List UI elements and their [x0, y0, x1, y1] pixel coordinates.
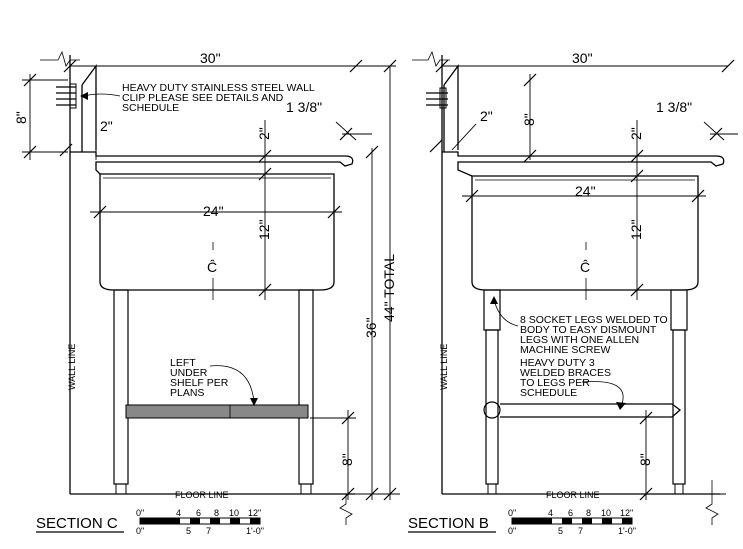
svg-text:1'-0": 1'-0"	[246, 526, 264, 536]
svg-text:SCHEDULE: SCHEDULE	[520, 387, 577, 399]
dim-bowl: 24"	[575, 183, 596, 199]
svg-text:6: 6	[196, 508, 201, 518]
svg-text:12": 12"	[248, 508, 261, 518]
dim-total: 44" TOTAL	[381, 254, 397, 322]
svg-text:0": 0"	[136, 508, 144, 518]
note-under-shelf: LEFT UNDER SHELF PER PLANS	[170, 357, 258, 406]
dim-rim: 2"	[256, 127, 272, 140]
scale-bar-c: 0" 4 6 8 10 12" 0" 5 7 1'-0"	[136, 508, 264, 536]
section-c: FLOOR LINE WALL LINE Ĉ	[13, 50, 400, 533]
sink-rim	[442, 151, 725, 177]
svg-text:0": 0"	[136, 526, 144, 536]
svg-text:4: 4	[176, 508, 181, 518]
svg-text:12": 12"	[620, 508, 633, 518]
svg-text:HEAVY DUTY STAINLESS STEEL WAL: HEAVY DUTY STAINLESS STEEL WALL	[122, 82, 315, 94]
svg-text:PLANS: PLANS	[170, 387, 204, 399]
svg-text:TO LEGS PER: TO LEGS PER	[520, 377, 590, 389]
backsplash	[443, 64, 459, 152]
note-legs: 8 SOCKET LEGS WELDED TO BODY TO EASY DIS…	[490, 296, 668, 356]
dim-backsplash: 8"	[13, 111, 29, 124]
wall-line-label: WALL LINE	[439, 344, 449, 390]
svg-text:0": 0"	[508, 508, 516, 518]
svg-text:UNDER: UNDER	[170, 367, 208, 379]
svg-text:HEAVY DUTY 3: HEAVY DUTY 3	[520, 357, 595, 369]
svg-text:10: 10	[229, 508, 239, 518]
svg-text:6: 6	[568, 508, 573, 518]
dim-rim: 2"	[628, 127, 644, 140]
svg-text:LEGS WITH ONE ALLEN: LEGS WITH ONE ALLEN	[520, 334, 639, 346]
svg-text:8 SOCKET LEGS WELDED TO: 8 SOCKET LEGS WELDED TO	[520, 314, 668, 326]
dim-height: 36"	[363, 317, 379, 338]
svg-text:7: 7	[578, 526, 583, 536]
svg-text:LEFT: LEFT	[170, 357, 196, 369]
backsplash	[81, 64, 97, 152]
svg-text:0": 0"	[508, 526, 516, 536]
svg-text:7: 7	[206, 526, 211, 536]
centerline-mark: Ĉ	[580, 259, 590, 275]
dim-top-gap: 2"	[480, 108, 493, 124]
wall-screws	[56, 83, 77, 109]
dim-shelf-height: 8"	[339, 453, 355, 466]
dim-width-total: 30"	[572, 50, 593, 66]
dim-bowl-depth: 12"	[256, 219, 272, 240]
dim-bowl-depth: 12"	[628, 219, 644, 240]
svg-text:1'-0": 1'-0"	[618, 526, 636, 536]
dim-brace-height: 8"	[637, 453, 653, 466]
dim-width-total: 30"	[200, 50, 221, 66]
centerline-mark: Ĉ	[207, 259, 217, 275]
under-shelf	[125, 404, 309, 419]
svg-text:SHELF PER: SHELF PER	[170, 377, 229, 389]
svg-text:8: 8	[586, 508, 591, 518]
note-braces: HEAVY DUTY 3 WELDED BRACES TO LEGS PER S…	[520, 357, 626, 410]
scale-bar-b: 0" 4 6 8 10 12" 0" 5 7 1'-0"	[508, 508, 636, 536]
svg-text:4: 4	[548, 508, 553, 518]
svg-text:MACHINE SCREW: MACHINE SCREW	[520, 344, 611, 356]
svg-text:10: 10	[601, 508, 611, 518]
svg-text:WELDED BRACES: WELDED BRACES	[520, 367, 611, 379]
svg-text:BODY TO EASY DISMOUNT: BODY TO EASY DISMOUNT	[520, 324, 657, 336]
dim-bowl: 24"	[203, 203, 224, 219]
section-c-title: SECTION C	[36, 515, 118, 532]
legs	[113, 289, 314, 495]
brace	[483, 401, 682, 419]
svg-text:CLIP PLEASE SEE DETAILS AND: CLIP PLEASE SEE DETAILS AND	[122, 92, 284, 104]
wall-screws	[426, 87, 448, 109]
floor-line-label: FLOOR LINE	[546, 490, 600, 500]
svg-text:8: 8	[214, 508, 219, 518]
svg-text:5: 5	[186, 526, 191, 536]
note-wall-clip: HEAVY DUTY STAINLESS STEEL WALL CLIP PLE…	[80, 82, 315, 114]
dim-lip: 1 3/8"	[656, 99, 692, 115]
section-b-title: SECTION B	[408, 515, 489, 532]
dim-top-gap: 2"	[100, 118, 113, 134]
sink-rim	[70, 151, 354, 175]
break-symbol	[40, 50, 80, 67]
wall-line-label: WALL LINE	[67, 344, 77, 390]
section-b: FLOOR LINE WALL LINE Ĉ	[408, 50, 738, 533]
floor-line-label: FLOOR LINE	[175, 490, 229, 500]
legs	[483, 289, 688, 495]
svg-text:SCHEDULE: SCHEDULE	[122, 102, 179, 114]
svg-text:5: 5	[558, 526, 563, 536]
dim-lip: 1 3/8"	[286, 99, 322, 115]
sink-bowl	[99, 173, 335, 291]
dim-backsplash: 8"	[521, 113, 537, 126]
